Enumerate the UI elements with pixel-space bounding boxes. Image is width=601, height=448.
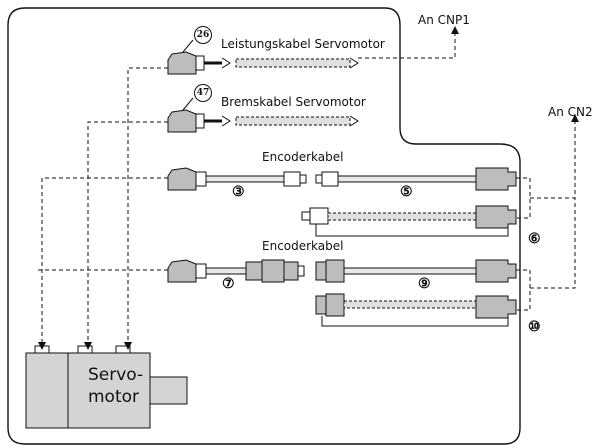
encoder-cable-7-9 xyxy=(167,259,517,283)
label-encoder-cable-2: Encoderkabel xyxy=(262,239,344,253)
label-an-cnp1: An CNP1 xyxy=(418,13,470,27)
label-an-cn2: An CN2 xyxy=(548,105,593,119)
number-10: ⑩ xyxy=(528,319,541,335)
dashed-lines xyxy=(38,26,579,350)
encoder-cable-6 xyxy=(301,205,517,237)
servomotor xyxy=(25,345,188,429)
enclosure-outline xyxy=(7,7,521,445)
encoder-cable-3-5 xyxy=(167,167,517,191)
power-cable-assembly xyxy=(167,39,359,75)
label-brake-cable: Bremskabel Servomotor xyxy=(221,95,366,109)
number-5: ⑤ xyxy=(400,184,413,200)
label-encoder-cable-1: Encoderkabel xyxy=(262,150,344,164)
number-9: ⑨ xyxy=(418,276,431,292)
number-6: ⑥ xyxy=(528,231,541,247)
servomotor-label-line1: Servo- xyxy=(88,365,144,385)
number-7: ⑦ xyxy=(222,276,235,292)
encoder-cable-10 xyxy=(315,293,517,327)
number-26: 26 xyxy=(194,26,212,44)
brake-cable-assembly xyxy=(167,97,359,133)
servomotor-label-line2: motor xyxy=(88,387,140,407)
servomotor-label: Servo- motor xyxy=(88,364,143,408)
number-47: 47 xyxy=(194,84,212,102)
label-power-cable: Leistungskabel Servomotor xyxy=(221,37,385,51)
number-3: ③ xyxy=(232,184,245,200)
